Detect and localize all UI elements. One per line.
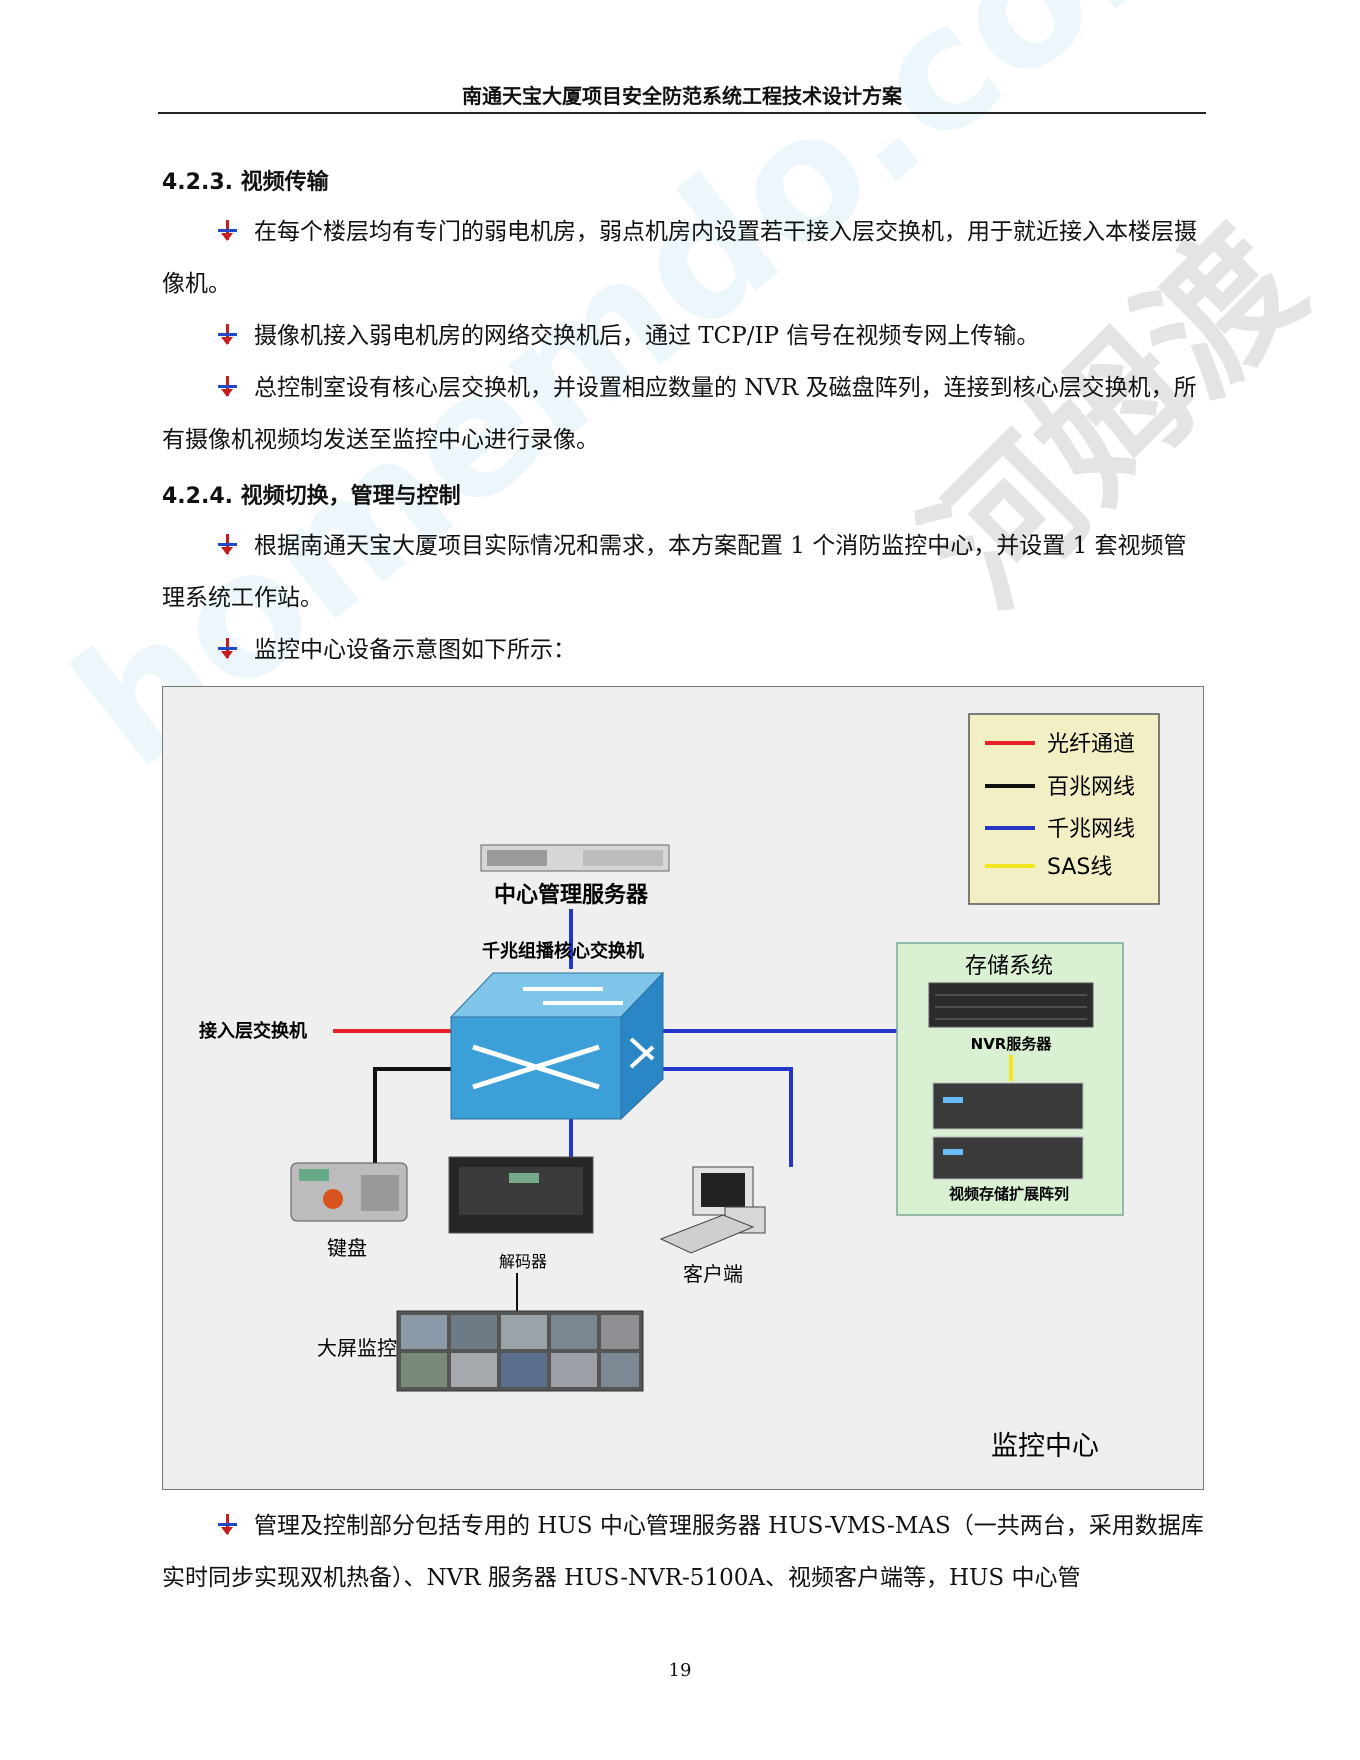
bullet-arrow-icon — [216, 376, 238, 398]
keyboard-label: 键盘 — [327, 1236, 367, 1260]
nvr-server-icon — [928, 982, 1094, 1028]
section-423-heading: 4.2.3. 视频传输 — [162, 170, 329, 195]
bullet-arrow-icon — [216, 1514, 238, 1536]
link-client — [663, 1067, 793, 1167]
legend-box — [968, 713, 1160, 905]
storage-title: 存储系统 — [965, 954, 1053, 979]
decoder-label: 解码器 — [499, 1252, 547, 1271]
monitoring-center-label: 监控中心 — [991, 1431, 1099, 1462]
paragraph: 根据南通天宝大厦项目实际情况和需求，本方案配置 1 个消防监控中心，并设置 1 … — [162, 533, 1187, 611]
legend-label-sas: SAS线 — [1047, 855, 1112, 880]
legend-label-1000m: 千兆网线 — [1047, 817, 1135, 842]
legend-label-100m: 百兆网线 — [1047, 775, 1135, 800]
paragraph: 管理及控制部分包括专用的 HUS 中心管理服务器 HUS-VMS-MAS（一共两… — [162, 1513, 1204, 1591]
decoder-icon — [448, 1156, 594, 1234]
core-switch-icon — [449, 971, 665, 1121]
access-switch-label: 接入层交换机 — [199, 1020, 307, 1042]
video-wall-icon — [396, 1310, 644, 1392]
bullet-arrow-icon — [216, 220, 238, 242]
client-label: 客户端 — [683, 1262, 743, 1286]
storage-array-icon — [932, 1082, 1084, 1180]
nvr-label: NVR服务器 — [971, 1035, 1053, 1053]
server-label: 中心管理服务器 — [494, 882, 649, 908]
monitoring-center-diagram: 光纤通道 百兆网线 千兆网线 SAS线 中心管理服务器 千兆组播核心交换机 接入… — [162, 686, 1204, 1490]
client-computer-icon — [659, 1166, 766, 1254]
paragraph: 在每个楼层均有专门的弱电机房，弱点机房内设置若干接入层交换机，用于就近接入本楼层… — [162, 219, 1197, 297]
bullet-arrow-icon — [216, 324, 238, 346]
bullet-arrow-icon — [216, 534, 238, 556]
video-wall-label: 大屏监控 — [317, 1336, 397, 1360]
section-424-heading: 4.2.4. 视频切换，管理与控制 — [162, 484, 461, 509]
legend-label-fiber: 光纤通道 — [1047, 732, 1135, 757]
page-number: 19 — [668, 1660, 692, 1681]
paragraph: 摄像机接入弱电机房的网络交换机后，通过 TCP/IP 信号在视频专网上传输。 — [162, 310, 1204, 362]
diagram-svg: 光纤通道 百兆网线 千兆网线 SAS线 中心管理服务器 千兆组播核心交换机 接入… — [199, 713, 1160, 1462]
array-label: 视频存储扩展阵列 — [949, 1185, 1069, 1203]
page-header: 南通天宝大厦项目安全防范系统工程技术设计方案 — [462, 84, 902, 108]
core-switch-label: 千兆组播核心交换机 — [482, 940, 644, 962]
bullet-arrow-icon — [216, 638, 238, 660]
server-icon — [480, 844, 670, 872]
paragraph: 监控中心设备示意图如下所示： — [162, 624, 1204, 676]
header-rule — [158, 112, 1206, 114]
keyboard-icon — [290, 1162, 408, 1222]
paragraph: 总控制室设有核心层交换机，并设置相应数量的 NVR 及磁盘阵列，连接到核心层交换… — [162, 375, 1197, 453]
